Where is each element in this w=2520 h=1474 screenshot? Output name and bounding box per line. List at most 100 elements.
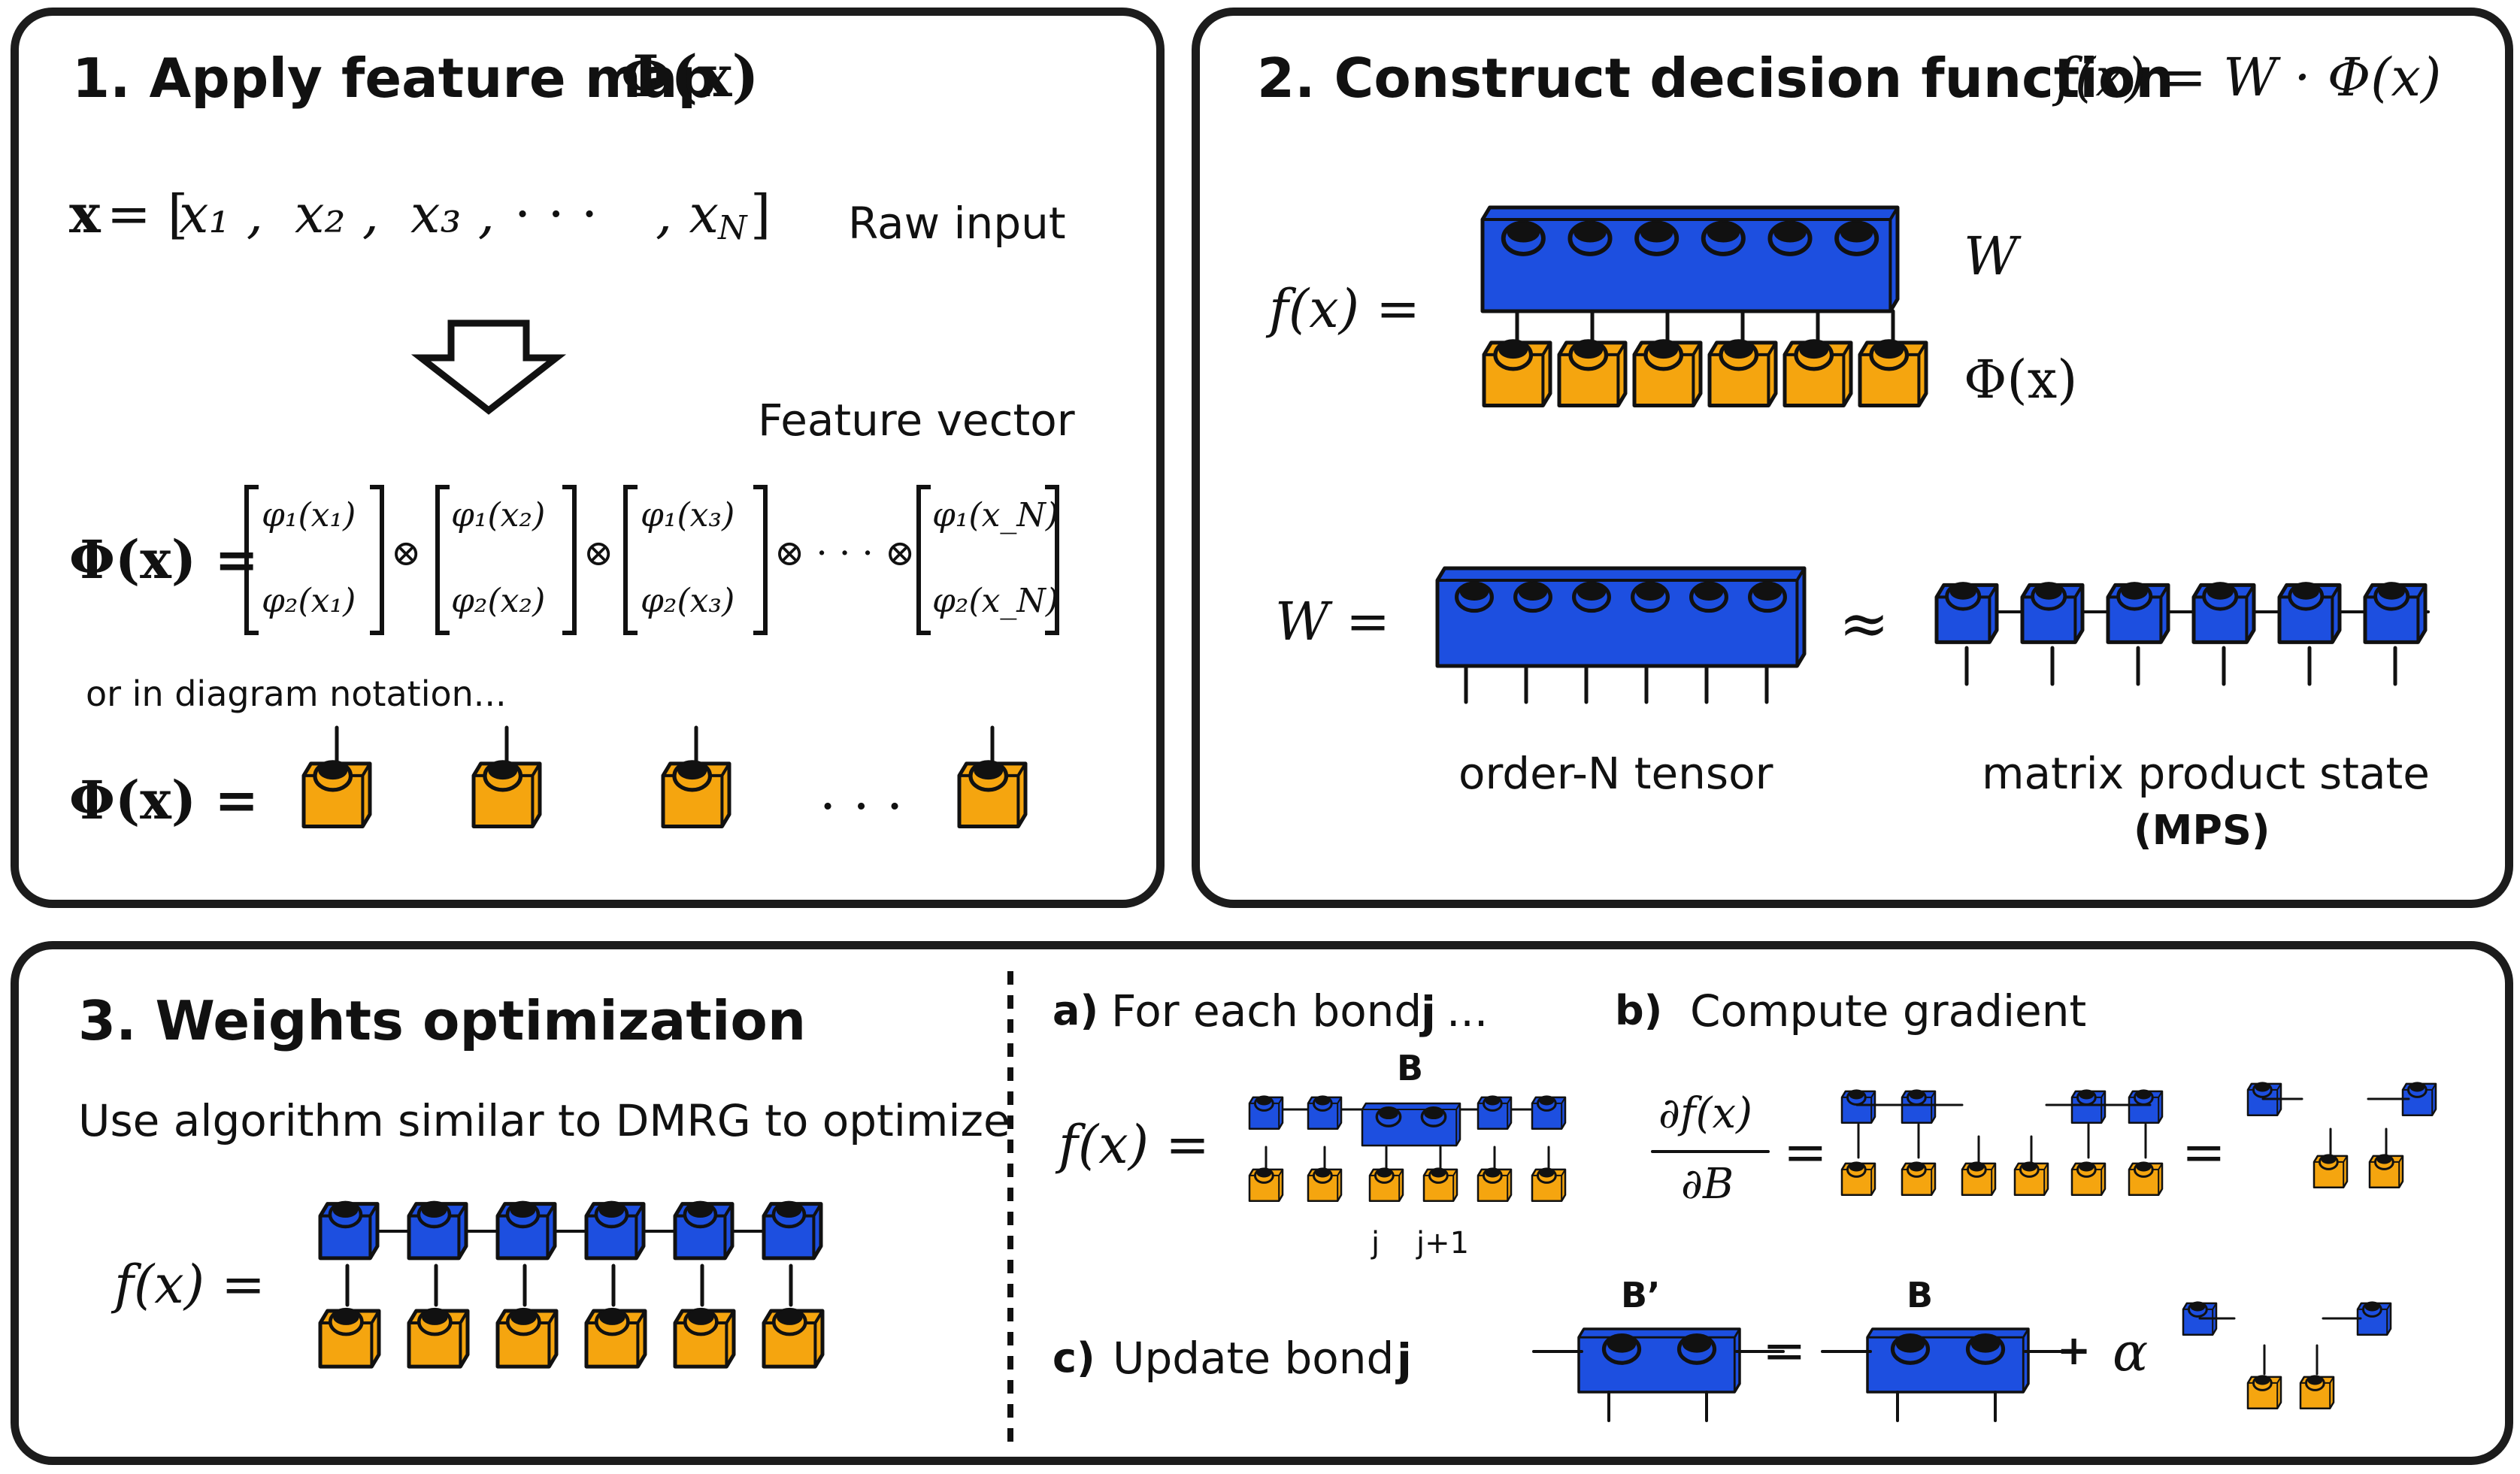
p3-feature-block-4-knob-top bbox=[599, 1309, 625, 1325]
panel3-fx-lhs: f(x) = bbox=[114, 1254, 265, 1315]
down-arrow-icon bbox=[410, 319, 567, 415]
vecN-left-bracket bbox=[916, 485, 931, 635]
x-vector-eq: = [ bbox=[107, 183, 189, 245]
x-item-N: , x bbox=[656, 183, 719, 245]
b-feature-block-6-knob-top bbox=[2136, 1162, 2152, 1172]
a-feature-block-6-knob-top bbox=[1539, 1168, 1555, 1178]
order-N-tensor-bar-knob-5-top bbox=[1694, 583, 1724, 601]
mps-block-6-knob-top bbox=[2378, 583, 2405, 600]
fx-lhs: f(x) = bbox=[1269, 278, 1420, 340]
j-label: j bbox=[1371, 1226, 1380, 1261]
mps-block-2-knob-top bbox=[2035, 583, 2062, 600]
mps-block-5-knob-top bbox=[2292, 583, 2319, 600]
update-alpha: α bbox=[2113, 1321, 2149, 1383]
p3-feature-block-1-knob-top bbox=[333, 1309, 359, 1325]
vec2-top: φ₁(x₂) bbox=[451, 496, 546, 534]
grad-eq-1: = bbox=[1783, 1121, 1828, 1183]
a-feature-block-3-knob-top bbox=[1377, 1168, 1392, 1178]
order-N-tensor-bar-knob-1-top bbox=[1459, 583, 1489, 601]
vecN-top: φ₁(x_N) bbox=[932, 496, 1059, 534]
panel1-title: 1. Apply feature map bbox=[72, 47, 716, 110]
b-mps-block-6-knob-top bbox=[2136, 1090, 2152, 1100]
W-tensor-bar-knob-4-top bbox=[1707, 222, 1740, 243]
mps-abbrev: (MPS) bbox=[2134, 807, 2270, 854]
step-c-j: j bbox=[1397, 1334, 1412, 1385]
feature-block-3-knob-top bbox=[677, 761, 707, 780]
step-b-text: Compute gradient bbox=[1690, 985, 2087, 1037]
Phi-block-2-knob-top bbox=[1573, 341, 1604, 359]
feature-block-2-knob-top bbox=[488, 761, 518, 780]
Phi-block-5-knob-top bbox=[1799, 341, 1829, 359]
bres-feature-block-1-knob-top bbox=[2321, 1155, 2337, 1164]
mps-block-3-knob-top bbox=[2121, 583, 2148, 600]
b-mps-block-1-knob-top bbox=[1849, 1090, 1864, 1100]
order-N-tensor-bar bbox=[1435, 566, 1807, 668]
x-item-2: x₂ , bbox=[295, 183, 380, 245]
a-feature-block-4-knob-top bbox=[1431, 1168, 1446, 1178]
diagram-dots: · · · bbox=[819, 776, 904, 837]
panel-feature-map bbox=[11, 8, 1165, 908]
Phi-block-3-knob-top bbox=[1649, 341, 1679, 359]
c-grad-blue-block-1-knob-top bbox=[2190, 1302, 2206, 1312]
c-grad-feature-block-1-knob-top bbox=[2255, 1376, 2270, 1385]
panel-decision-function bbox=[1192, 8, 2513, 908]
step-a-text: For each bond bbox=[1111, 985, 1422, 1037]
grad-numerator: ∂f(x) bbox=[1658, 1089, 1752, 1138]
order-N-tensor-bar-edge bbox=[1437, 567, 1806, 666]
a-bond-B-knob-1-top bbox=[1379, 1107, 1398, 1120]
p3-mps-block-3-knob-top bbox=[510, 1202, 536, 1218]
panel2-title: 2. Construct decision function bbox=[1257, 47, 2174, 110]
vec3-left-bracket bbox=[623, 485, 638, 635]
x-vector-close: ] bbox=[750, 183, 771, 245]
vecN-right-bracket bbox=[1045, 485, 1059, 635]
b-feature-block-2-knob-top bbox=[1909, 1162, 1925, 1172]
W-label: W bbox=[1964, 225, 2018, 287]
otimes-2: ⊗ bbox=[583, 532, 614, 574]
diagram-phi-lhs: Φ(x) = bbox=[69, 769, 259, 831]
a-feature-block-1-knob-top bbox=[1256, 1168, 1272, 1178]
panel3-title: 3. Weights optimization bbox=[78, 989, 807, 1052]
diagram-note: or in diagram notation... bbox=[86, 673, 507, 714]
step-c-letter: c) bbox=[1053, 1334, 1095, 1382]
step-a-dots: ... bbox=[1446, 985, 1489, 1037]
panel2-title-math: f(x) = W · Φ(x) bbox=[2055, 47, 2442, 108]
otimes-1: ⊗ bbox=[391, 532, 422, 574]
b-mps-block-2-knob-top bbox=[1909, 1090, 1925, 1100]
b-feature-block-5-knob-top bbox=[2079, 1162, 2094, 1172]
step-a-j: j bbox=[1421, 987, 1436, 1038]
panel1-title-math: Φ(x) bbox=[621, 43, 759, 110]
step-b-letter: b) bbox=[1615, 987, 1663, 1034]
raw-input-label: Raw input bbox=[848, 198, 1066, 249]
W-tensor-bar bbox=[1480, 205, 1900, 313]
vec3-right-bracket bbox=[753, 485, 768, 635]
x-item-N-sub: N bbox=[718, 209, 747, 247]
c-Bprime-bar-knob-1-top bbox=[1607, 1335, 1637, 1353]
mps-block-1-knob-top bbox=[1949, 583, 1976, 600]
b-feature-block-1-knob-top bbox=[1849, 1162, 1864, 1172]
a-mps-block-1-knob-top bbox=[1256, 1096, 1272, 1106]
vecN-bottom: φ₂(x_N) bbox=[932, 582, 1059, 620]
vec3-bottom: φ₂(x₃) bbox=[641, 582, 735, 620]
feature-vector-label: Feature vector bbox=[758, 395, 1075, 446]
Phi-block-4-knob-top bbox=[1724, 341, 1754, 359]
c-B-bar-knob-2-top bbox=[1970, 1335, 2001, 1353]
Phi-block-1-knob-top bbox=[1498, 341, 1528, 359]
a-mps-block-2-knob-top bbox=[1315, 1096, 1331, 1106]
p3-feature-block-6-knob-top bbox=[777, 1309, 803, 1325]
W-tensor-bar-edge bbox=[1483, 206, 1899, 311]
c-grad-blue-block-2-knob-top bbox=[2364, 1302, 2380, 1312]
B-label: B bbox=[1397, 1048, 1424, 1088]
vec3-top: φ₁(x₃) bbox=[641, 496, 735, 534]
vec2-bottom: φ₂(x₂) bbox=[451, 582, 546, 620]
W-tensor-bar-knob-1-top bbox=[1507, 222, 1540, 243]
p3-mps-block-2-knob-top bbox=[421, 1202, 447, 1218]
grad-denominator: ∂B bbox=[1681, 1160, 1734, 1209]
W-tensor-bar-knob-2-top bbox=[1573, 222, 1607, 243]
phi-lhs: Φ(x) = bbox=[69, 528, 259, 591]
p3-mps-block-4-knob-top bbox=[598, 1202, 625, 1218]
vec2-right-bracket bbox=[562, 485, 577, 635]
p3-feature-block-3-knob-top bbox=[510, 1309, 537, 1325]
panel3a-fx-lhs: f(x) = bbox=[1059, 1114, 1210, 1176]
order-N-tensor-bar-knob-4-top bbox=[1635, 583, 1665, 601]
